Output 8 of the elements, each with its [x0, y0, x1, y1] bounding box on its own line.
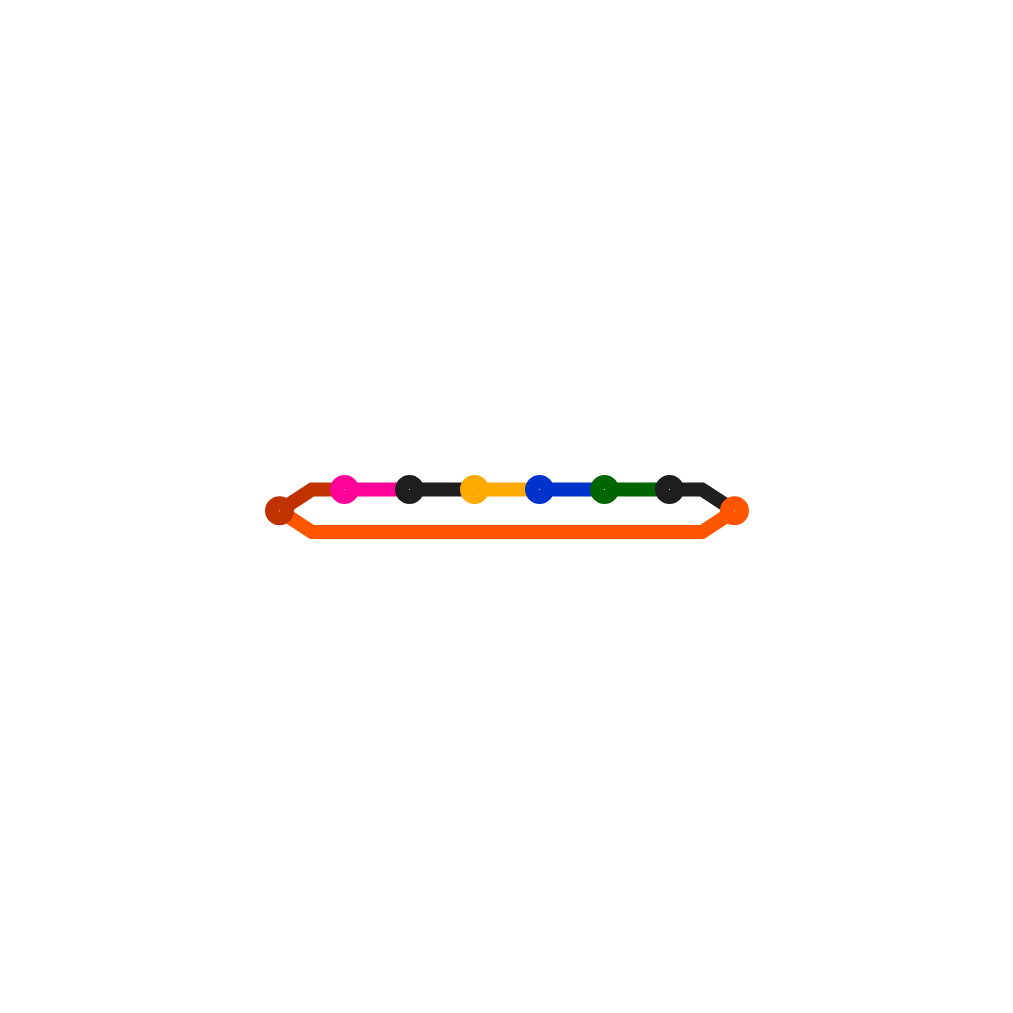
- node-circle: [329, 474, 359, 504]
- node-circle: [459, 474, 489, 504]
- node-circle: [264, 495, 294, 525]
- node-circle: [394, 474, 424, 504]
- node-circle: [589, 474, 619, 504]
- node-circle: [654, 474, 684, 504]
- node-circle: [524, 474, 554, 504]
- node-circle: [719, 495, 749, 525]
